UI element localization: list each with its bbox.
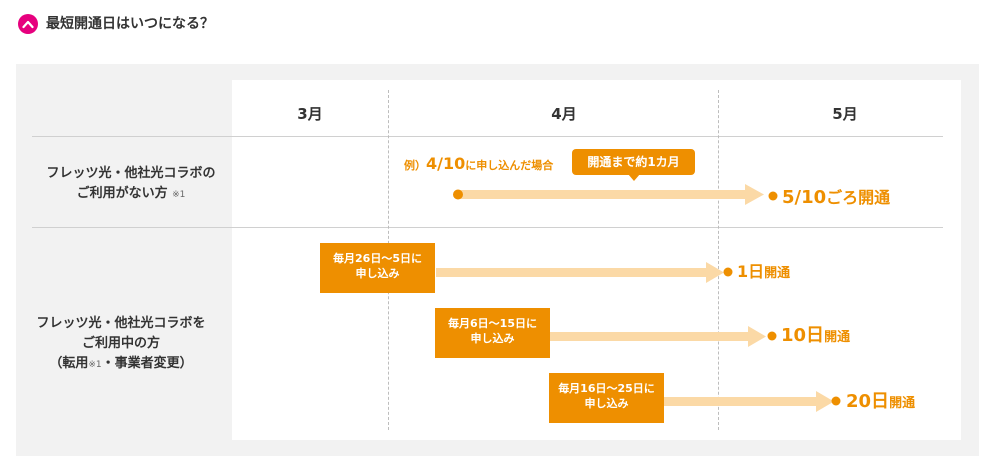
row-label-existing-line2: ご利用中の方 xyxy=(81,336,160,351)
example-result-suffix: ごろ開通 xyxy=(826,188,891,207)
row-label-new-line1: フレッツ光・他社光コラボの xyxy=(46,166,216,181)
schedule-box-3-line2: 申し込み xyxy=(584,397,629,410)
section-title[interactable]: 最短開通日はいつになる？ xyxy=(46,16,214,32)
row-label-new-line2: ご利用がない方 xyxy=(76,186,168,201)
chevron-up-icon[interactable] xyxy=(18,14,38,34)
schedule-result-2-day: 10日 xyxy=(781,325,825,346)
schedule-result-3-day: 20日 xyxy=(846,391,890,412)
row-label-existing-line3b: ・事業者変更） xyxy=(101,356,193,371)
example-prefix: 例） xyxy=(404,159,426,172)
row-label-existing-note: ※1 xyxy=(88,360,102,370)
schedule-result-2-suffix: 開通 xyxy=(824,330,851,345)
row-label-existing: フレッツ光・他社光コラボを ご利用中の方 （転用※1・事業者変更） xyxy=(16,314,226,375)
schedule-result-3: 20日開通 xyxy=(846,390,915,416)
row-divider xyxy=(32,227,943,228)
schedule-box-1-line2: 申し込み xyxy=(355,267,400,280)
header-divider xyxy=(32,136,943,137)
schedule-box-3: 毎月16日〜25日に 申し込み xyxy=(549,373,664,423)
duration-badge: 開通まで約1カ月 xyxy=(572,149,695,175)
example-text: 例）4/10に申し込んだ場合 xyxy=(404,152,553,178)
row-label-new-note: ※1 xyxy=(172,190,186,200)
duration-badge-tail xyxy=(628,174,640,181)
arrow-schedule-1 xyxy=(436,262,733,283)
row-label-existing-line1: フレッツ光・他社光コラボを xyxy=(36,316,206,331)
example-date: 4/10 xyxy=(426,154,466,173)
arrow-example xyxy=(453,184,778,205)
month-header-may: 5月 xyxy=(832,105,858,123)
example-result-date: 5/10 xyxy=(782,187,827,208)
arrow-schedule-2 xyxy=(550,326,777,347)
schedule-result-2: 10日開通 xyxy=(781,324,850,350)
schedule-box-2-line1: 毎月6日〜15日に xyxy=(448,317,537,330)
schedule-result-3-suffix: 開通 xyxy=(889,396,916,411)
schedule-box-1-line1: 毎月26日〜5日に xyxy=(333,252,422,265)
schedule-result-1-day: 1日 xyxy=(737,262,765,281)
schedule-box-3-line1: 毎月16日〜25日に xyxy=(558,382,655,395)
example-result: 5/10ごろ開通 xyxy=(782,186,890,210)
arrow-schedule-3 xyxy=(664,391,841,412)
schedule-box-2-line2: 申し込み xyxy=(470,332,515,345)
month-header-march: 3月 xyxy=(297,105,323,123)
row-label-new: フレッツ光・他社光コラボの ご利用がない方 ※1 xyxy=(26,164,236,205)
month-divider-4-5 xyxy=(718,90,719,430)
example-mid: に申し込んだ場合 xyxy=(465,159,554,172)
schedule-result-1-suffix: 開通 xyxy=(764,266,791,281)
row-label-existing-line3a: （転用 xyxy=(49,356,89,371)
month-header-april: 4月 xyxy=(551,105,577,123)
schedule-result-1: 1日開通 xyxy=(737,260,790,286)
schedule-box-1: 毎月26日〜5日に 申し込み xyxy=(320,243,435,293)
schedule-box-2: 毎月6日〜15日に 申し込み xyxy=(435,308,550,358)
